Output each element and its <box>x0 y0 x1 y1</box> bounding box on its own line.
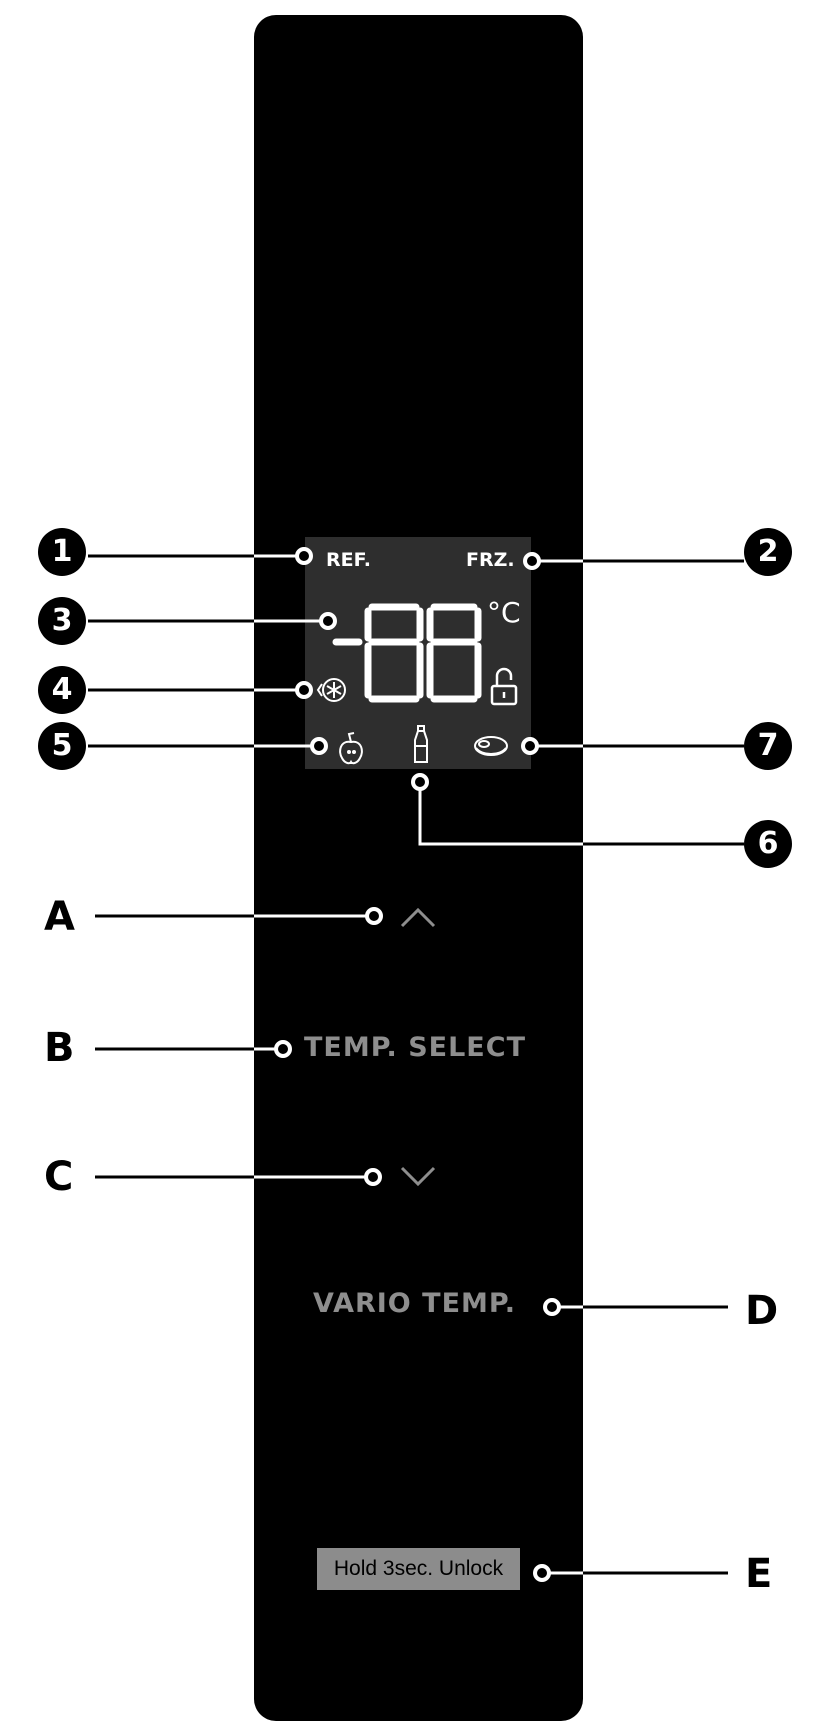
callout-B: B <box>44 1025 75 1071</box>
callout-3: 3 <box>38 597 86 645</box>
digit-8-second <box>426 603 482 703</box>
snowflake-cycle-icon <box>316 678 346 702</box>
temp-select-button[interactable]: TEMP. SELECT <box>304 1032 526 1063</box>
callout-C: C <box>44 1154 74 1200</box>
callout-7: 7 <box>744 722 792 770</box>
callout-5: 5 <box>38 722 86 770</box>
frz-label: FRZ. <box>466 549 515 571</box>
callout-6: 6 <box>744 820 792 868</box>
ref-label: REF. <box>326 549 372 571</box>
leader-lines <box>88 554 744 1575</box>
unlock-button[interactable]: Hold 3sec. Unlock <box>317 1548 520 1590</box>
meat-icon <box>474 736 508 756</box>
bottle-icon <box>414 725 428 763</box>
control-panel <box>254 15 583 1721</box>
callout-2: 2 <box>744 528 792 576</box>
digit-8-first <box>364 603 424 703</box>
leader-dots <box>274 547 561 1582</box>
callout-E: E <box>745 1551 773 1597</box>
down-arrow-icon[interactable] <box>400 1166 436 1187</box>
lock-icon <box>490 667 518 706</box>
callout-1: 1 <box>38 528 86 576</box>
up-arrow-icon[interactable] <box>400 907 436 928</box>
callout-A: A <box>44 894 75 940</box>
callout-4: 4 <box>38 666 86 714</box>
callout-D: D <box>745 1288 779 1334</box>
celsius-unit: °C <box>487 596 521 629</box>
apple-icon <box>339 732 363 765</box>
seven-segment-digits <box>332 603 482 703</box>
vario-temp-button[interactable]: VARIO TEMP. <box>313 1288 516 1319</box>
leader-lines-on-panel <box>254 554 583 1575</box>
